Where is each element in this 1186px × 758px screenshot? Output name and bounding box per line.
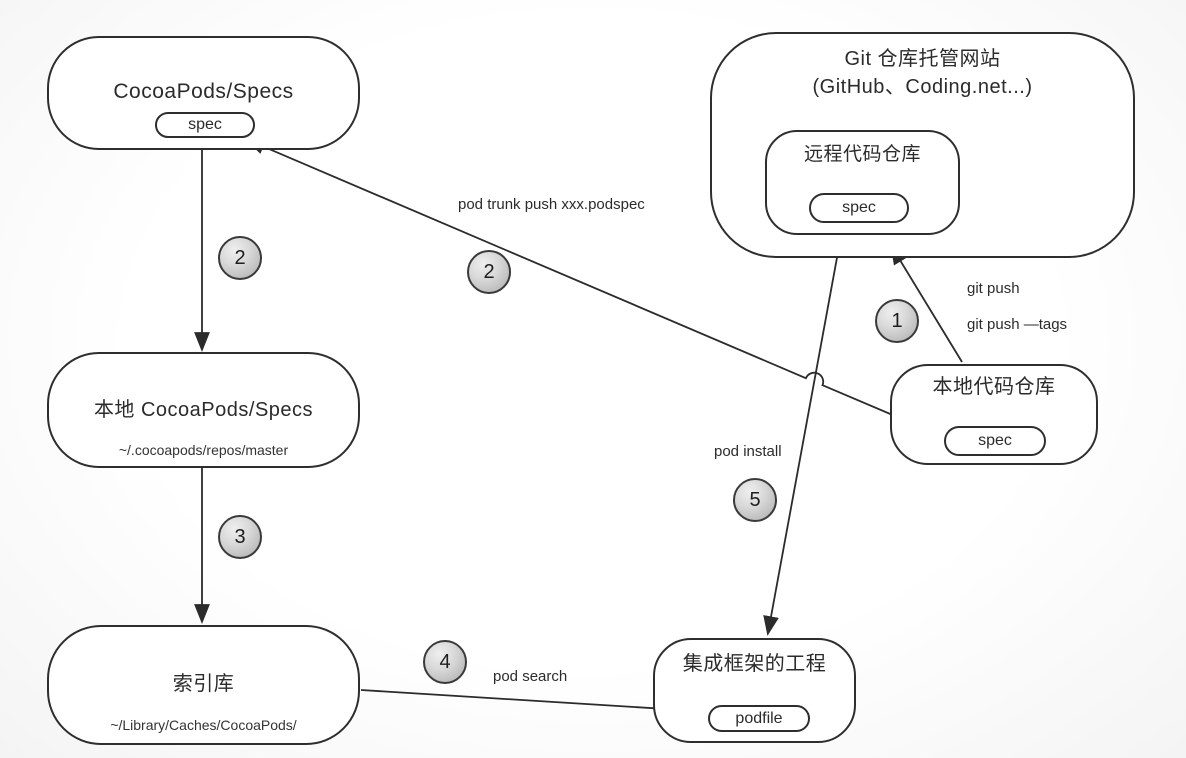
node-cocoapods-specs: CocoaPods/Specs spec [47, 36, 360, 150]
node-title: 集成框架的工程 [682, 653, 827, 675]
label-pod-search: pod search [493, 668, 568, 685]
node-git-hosting: Git 仓库托管网站 (GitHub、Coding.net...) 远程代码仓库… [710, 32, 1135, 258]
spec-pill: spec [944, 426, 1046, 456]
spec-pill: spec [155, 112, 255, 138]
node-remote-repo: 远程代码仓库 spec [765, 130, 960, 235]
arrow-pod-search [360, 689, 701, 718]
step-badge-2-trunk: 2 [467, 250, 511, 294]
node-title: Git 仓库托管网站 [844, 48, 1001, 70]
step-badge-2-sync: 2 [218, 236, 262, 280]
step-badge-5: 5 [733, 478, 777, 522]
label-git-push: git push [967, 280, 1020, 297]
label-git-push-tags: git push —tags [967, 316, 1068, 333]
node-title: 索引库 [172, 673, 235, 695]
podfile-pill: podfile [708, 705, 810, 732]
step-badge-1: 1 [875, 299, 919, 343]
node-local-code-repo: 本地代码仓库 spec [890, 364, 1098, 465]
label-pod-install: pod install [714, 443, 782, 460]
node-subtitle: (GitHub、Coding.net...) [812, 76, 1033, 98]
node-path: ~/.cocoapods/repos/master [118, 442, 289, 458]
step-badge-3: 3 [218, 515, 262, 559]
node-title: 远程代码仓库 [803, 144, 921, 165]
node-title: CocoaPods/Specs [113, 80, 294, 103]
node-path: ~/Library/Caches/CocoaPods/ [110, 717, 297, 733]
node-title: 本地代码仓库 [932, 376, 1056, 398]
arrow-pod-install [763, 224, 844, 636]
node-local-cocoapods-specs: 本地 CocoaPods/Specs ~/.cocoapods/repos/ma… [47, 352, 360, 468]
node-index-repo: 索引库 ~/Library/Caches/CocoaPods/ [47, 625, 360, 745]
label-pod-trunk-push: pod trunk push xxx.podspec [458, 196, 645, 213]
node-project: 集成框架的工程 podfile [653, 638, 856, 743]
node-title: 本地 CocoaPods/Specs [93, 399, 314, 421]
step-badge-4: 4 [423, 640, 467, 684]
spec-pill: spec [809, 193, 909, 223]
